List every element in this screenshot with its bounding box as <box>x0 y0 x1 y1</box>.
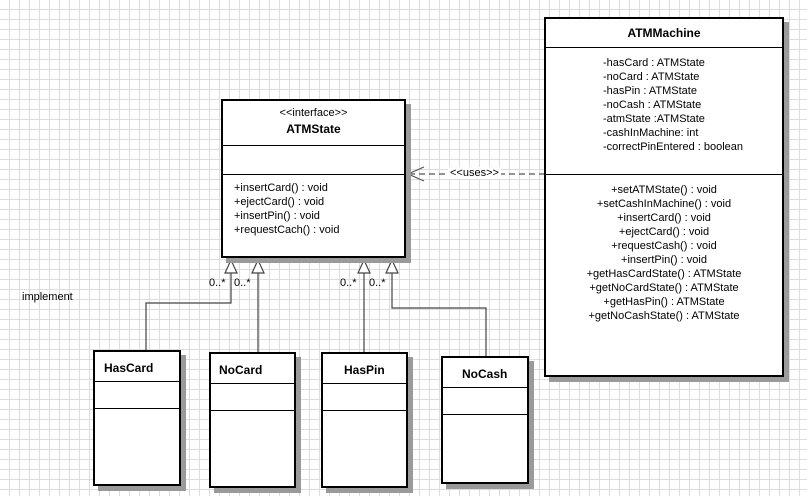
nocard-triangle <box>251 258 265 274</box>
operation: +insertPin() : void <box>621 254 707 266</box>
nocash-realization-line <box>391 273 487 356</box>
operation: +ejectCard() : void <box>234 196 325 208</box>
attribute: -correctPinEntered : boolean <box>603 141 744 153</box>
multiplicity-label: 0..* <box>369 277 386 289</box>
operation: +setCashInMachine() : void <box>596 198 732 210</box>
multiplicity-label: 0..* <box>209 277 226 289</box>
nocash-triangle <box>385 258 399 274</box>
class-name: HasPin <box>344 363 385 377</box>
class-name: ATMMachine <box>627 26 701 40</box>
hascard-realization-line <box>145 273 232 350</box>
operation: +getHasCardState() : ATMState <box>586 268 742 280</box>
operation: +getNoCashState() : ATMState <box>588 310 740 322</box>
interface-stereotype: <<interface>> <box>279 107 348 119</box>
operation: +insertPin() : void <box>234 210 320 222</box>
operation: +requestCach() : void <box>234 224 340 236</box>
class-attributes: -hasCard : ATMState -noCard : ATMState -… <box>546 48 782 175</box>
attribute: -hasCard : ATMState <box>603 57 705 69</box>
class-atmmachine[interactable]: ATMMachine -hasCard : ATMState -noCard :… <box>544 17 784 377</box>
attribute: -cashInMachine: int <box>603 127 699 139</box>
interface-name: ATMState <box>286 122 341 136</box>
hascard-triangle <box>224 258 238 274</box>
attribute: -noCash : ATMState <box>603 99 702 111</box>
operation: +insertCard() : void <box>234 182 328 194</box>
multiplicity-label: 0..* <box>340 277 357 289</box>
multiplicity-label: 0..* <box>234 277 251 289</box>
operation: +setATMState() : void <box>611 184 717 196</box>
class-haspin[interactable]: HasPin <box>321 352 408 488</box>
attribute: -atmState :ATMState <box>603 113 705 125</box>
attribute: -noCard : ATMState <box>603 71 700 83</box>
interface-attributes <box>223 146 404 175</box>
class-operations: +setATMState() : void +setCashInMachine(… <box>546 175 782 323</box>
interface-atmstate[interactable]: <<interface>> ATMState +insertCard() : v… <box>221 99 406 258</box>
interface-operations: +insertCard() : void +ejectCard() : void… <box>223 175 404 237</box>
operation: +getHasPin() : ATMState <box>603 296 725 308</box>
operation: +insertCard() : void <box>617 212 711 224</box>
operation: +requestCash() : void <box>611 240 717 252</box>
class-hascard[interactable]: HasCard <box>93 350 181 486</box>
operation: +ejectCard() : void <box>618 226 710 238</box>
class-name: HasCard <box>104 361 154 375</box>
class-name: NoCash <box>462 367 508 381</box>
implement-label: implement <box>22 291 73 303</box>
haspin-triangle <box>357 258 371 274</box>
class-nocard[interactable]: NoCard <box>209 352 296 488</box>
class-nocash[interactable]: NoCash <box>441 356 529 484</box>
class-name: NoCard <box>219 363 263 377</box>
uses-label: <<uses>> <box>448 167 501 179</box>
attribute: -hasPin : ATMState <box>603 85 697 97</box>
operation: +getNoCardState() : ATMState <box>589 282 739 294</box>
